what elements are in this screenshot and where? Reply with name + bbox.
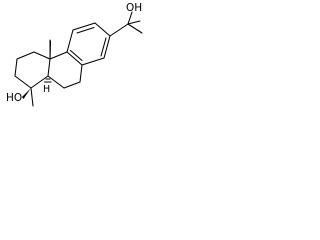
c4-substituents <box>22 87 34 107</box>
stereo-hash-bond <box>43 78 52 83</box>
isopropanol-side-chain <box>109 11 143 37</box>
stereo-hydrogen-label: H <box>43 84 50 95</box>
ring-b <box>47 51 83 89</box>
chemical-structure-diagram: OH HO H <box>6 2 143 107</box>
angular-methyl <box>49 39 52 60</box>
side-chain-hydroxyl-label: OH <box>126 2 142 14</box>
aromatic-ring <box>66 22 111 66</box>
ring-hydroxyl-label: HO <box>6 92 22 104</box>
ring-a <box>14 51 51 89</box>
